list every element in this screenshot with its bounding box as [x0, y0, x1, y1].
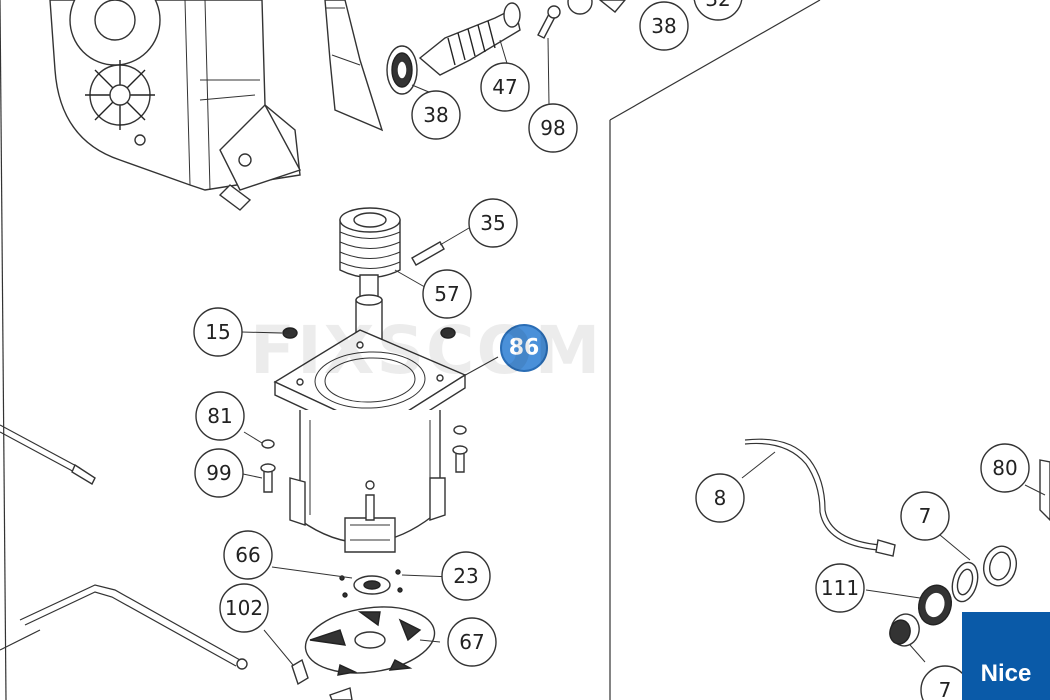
callout-7-bottom: 7 [920, 665, 970, 700]
gear-housing-part [49, 0, 302, 211]
callout-8: 8 [695, 473, 745, 523]
bearing-part [386, 45, 418, 95]
cable-left-lower [0, 584, 248, 670]
gear-fragment-top [567, 0, 626, 15]
cable-8-part [744, 438, 896, 557]
svg-text:15: 15 [205, 320, 230, 344]
callout-99: 99 [194, 448, 244, 498]
svg-text:7: 7 [919, 504, 932, 528]
callout-15: 15 [193, 307, 243, 357]
callout-102: 102 [219, 583, 269, 633]
svg-text:98: 98 [540, 116, 565, 140]
worm-gear-part [339, 207, 401, 301]
svg-text:81: 81 [207, 404, 232, 428]
callout-81: 81 [195, 391, 245, 441]
callout-86-highlighted: 86 [500, 324, 548, 372]
screw-part [537, 5, 561, 39]
svg-text:35: 35 [480, 211, 505, 235]
svg-text:99: 99 [206, 461, 231, 485]
callout-80: 80 [980, 443, 1030, 493]
ring-assembly-7-80-111-parts [889, 459, 1050, 647]
fan-part [304, 606, 436, 676]
callout-47: 47 [480, 62, 530, 112]
svg-text:47: 47 [492, 75, 517, 99]
callout-57: 57 [422, 269, 472, 319]
svg-text:23: 23 [453, 564, 478, 588]
callout-67: 67 [447, 617, 497, 667]
svg-text:86: 86 [509, 336, 540, 361]
screw-bottom-fragment [329, 687, 353, 700]
svg-text:67: 67 [459, 630, 484, 654]
svg-text:66: 66 [235, 543, 260, 567]
motor-body-part [289, 410, 446, 553]
pin-part [411, 241, 445, 266]
leader-lines [241, 37, 1046, 666]
panel-divider-lines [0, 0, 821, 700]
svg-text:8: 8 [714, 486, 727, 510]
svg-text:38: 38 [651, 14, 676, 38]
svg-text:38: 38 [423, 103, 448, 127]
worm-shaft-part [418, 2, 521, 76]
callout-35: 35 [468, 198, 518, 248]
callout-111: 111 [815, 563, 865, 613]
washer-81-screw-99-parts [260, 425, 468, 493]
callout-38-top: 38 [639, 1, 689, 51]
brand-logo: Nice [962, 612, 1050, 700]
callout-23: 23 [441, 551, 491, 601]
callout-7-top: 7 [900, 491, 950, 541]
cable-left-upper [0, 424, 96, 485]
svg-text:7: 7 [939, 678, 952, 700]
svg-text:32: 32 [705, 0, 730, 11]
svg-text:57: 57 [434, 282, 459, 306]
bracket-part [324, 0, 384, 132]
clip-102-part [291, 658, 309, 686]
svg-text:111: 111 [821, 576, 859, 600]
callout-32: 32 [693, 0, 743, 21]
callout-66: 66 [223, 530, 273, 580]
svg-text:80: 80 [992, 456, 1017, 480]
washer-15-parts [282, 327, 456, 339]
svg-text:102: 102 [225, 596, 263, 620]
ring-23-66-parts [339, 569, 403, 598]
callout-38-mid: 38 [411, 90, 461, 140]
watermark-text: FIXSCOM [250, 312, 603, 389]
callout-98: 98 [528, 103, 578, 153]
